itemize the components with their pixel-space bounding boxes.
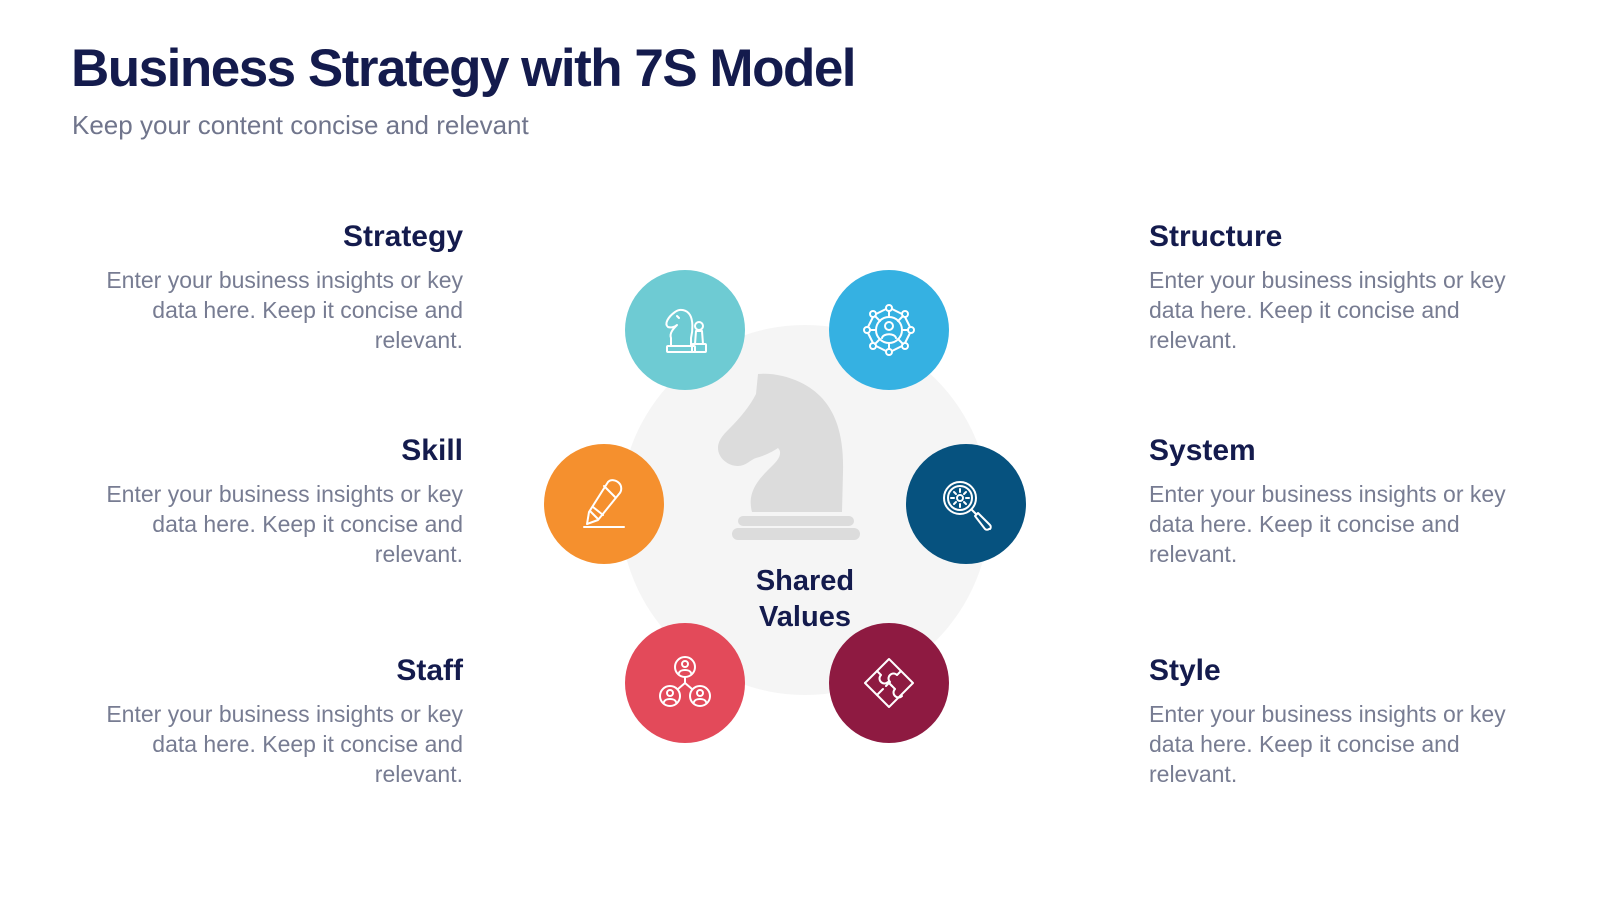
item-text: Enter your business insights or key data… <box>106 481 463 567</box>
item-title: Strategy <box>342 220 463 253</box>
item-text: Enter your business insights or key data… <box>106 701 463 787</box>
shared-values-label: Shared Values <box>700 563 910 635</box>
item-title: System <box>1149 434 1256 467</box>
item-staff: Staff Enter your business insights or ke… <box>83 653 463 789</box>
skill-node <box>544 444 664 564</box>
item-style: Style Enter your business insights or ke… <box>1149 653 1529 789</box>
item-text: Enter your business insights or key data… <box>1149 481 1506 567</box>
style-node <box>829 623 949 743</box>
center-label-line2: Values <box>759 601 851 633</box>
item-text: Enter your business insights or key data… <box>1149 701 1506 787</box>
chess-pieces-icon <box>665 308 707 353</box>
team-icon <box>659 656 711 707</box>
system-node <box>906 444 1026 564</box>
item-text: Enter your business insights or key data… <box>106 267 463 353</box>
item-title: Structure <box>1149 220 1283 253</box>
center-label-line1: Shared <box>755 565 855 597</box>
chess-knight-icon <box>718 373 860 540</box>
network-structure-icon <box>863 304 915 356</box>
item-system: System Enter your business insights or k… <box>1149 433 1529 569</box>
pencil-icon <box>583 479 625 528</box>
item-strategy: Strategy Enter your business insights or… <box>83 219 463 355</box>
page-subtitle: Keep your content concise and relevant <box>72 110 529 140</box>
item-title: Staff <box>396 654 463 687</box>
item-title: Style <box>1149 654 1221 687</box>
puzzle-icon <box>864 658 914 708</box>
item-text: Enter your business insights or key data… <box>1149 267 1506 353</box>
page-title: Business Strategy with 7S Model <box>71 39 857 98</box>
strategy-node <box>625 270 745 390</box>
staff-node <box>625 623 745 743</box>
magnifier-gear-icon <box>943 481 992 531</box>
structure-node <box>829 270 949 390</box>
item-title: Skill <box>401 434 463 467</box>
item-structure: Structure Enter your business insights o… <box>1149 219 1529 355</box>
item-skill: Skill Enter your business insights or ke… <box>83 433 463 569</box>
